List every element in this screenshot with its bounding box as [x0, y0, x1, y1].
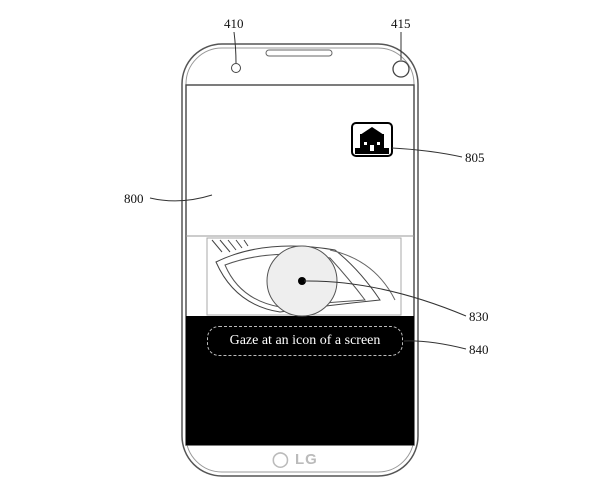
phone-body	[181, 43, 419, 477]
brand-text: LG	[294, 451, 318, 468]
front-camera-415	[392, 60, 410, 78]
leader-lines	[149, 31, 467, 350]
house-icon-805[interactable]	[351, 122, 393, 157]
gaze-prompt-840: Gaze at an icon of a screen	[207, 326, 403, 356]
speaker-slot	[265, 49, 333, 57]
ref-840: 840	[469, 342, 489, 357]
brand-logo: ◯ LG	[272, 451, 318, 468]
ref-415: 415	[391, 16, 411, 31]
ref-830: 830	[469, 309, 489, 324]
eye-image-830	[206, 237, 402, 317]
ref-800: 800	[124, 191, 144, 206]
front-sensor-410	[231, 63, 241, 73]
ref-410: 410	[224, 16, 244, 31]
ref-805: 805	[465, 150, 485, 165]
black-panel	[186, 316, 414, 445]
